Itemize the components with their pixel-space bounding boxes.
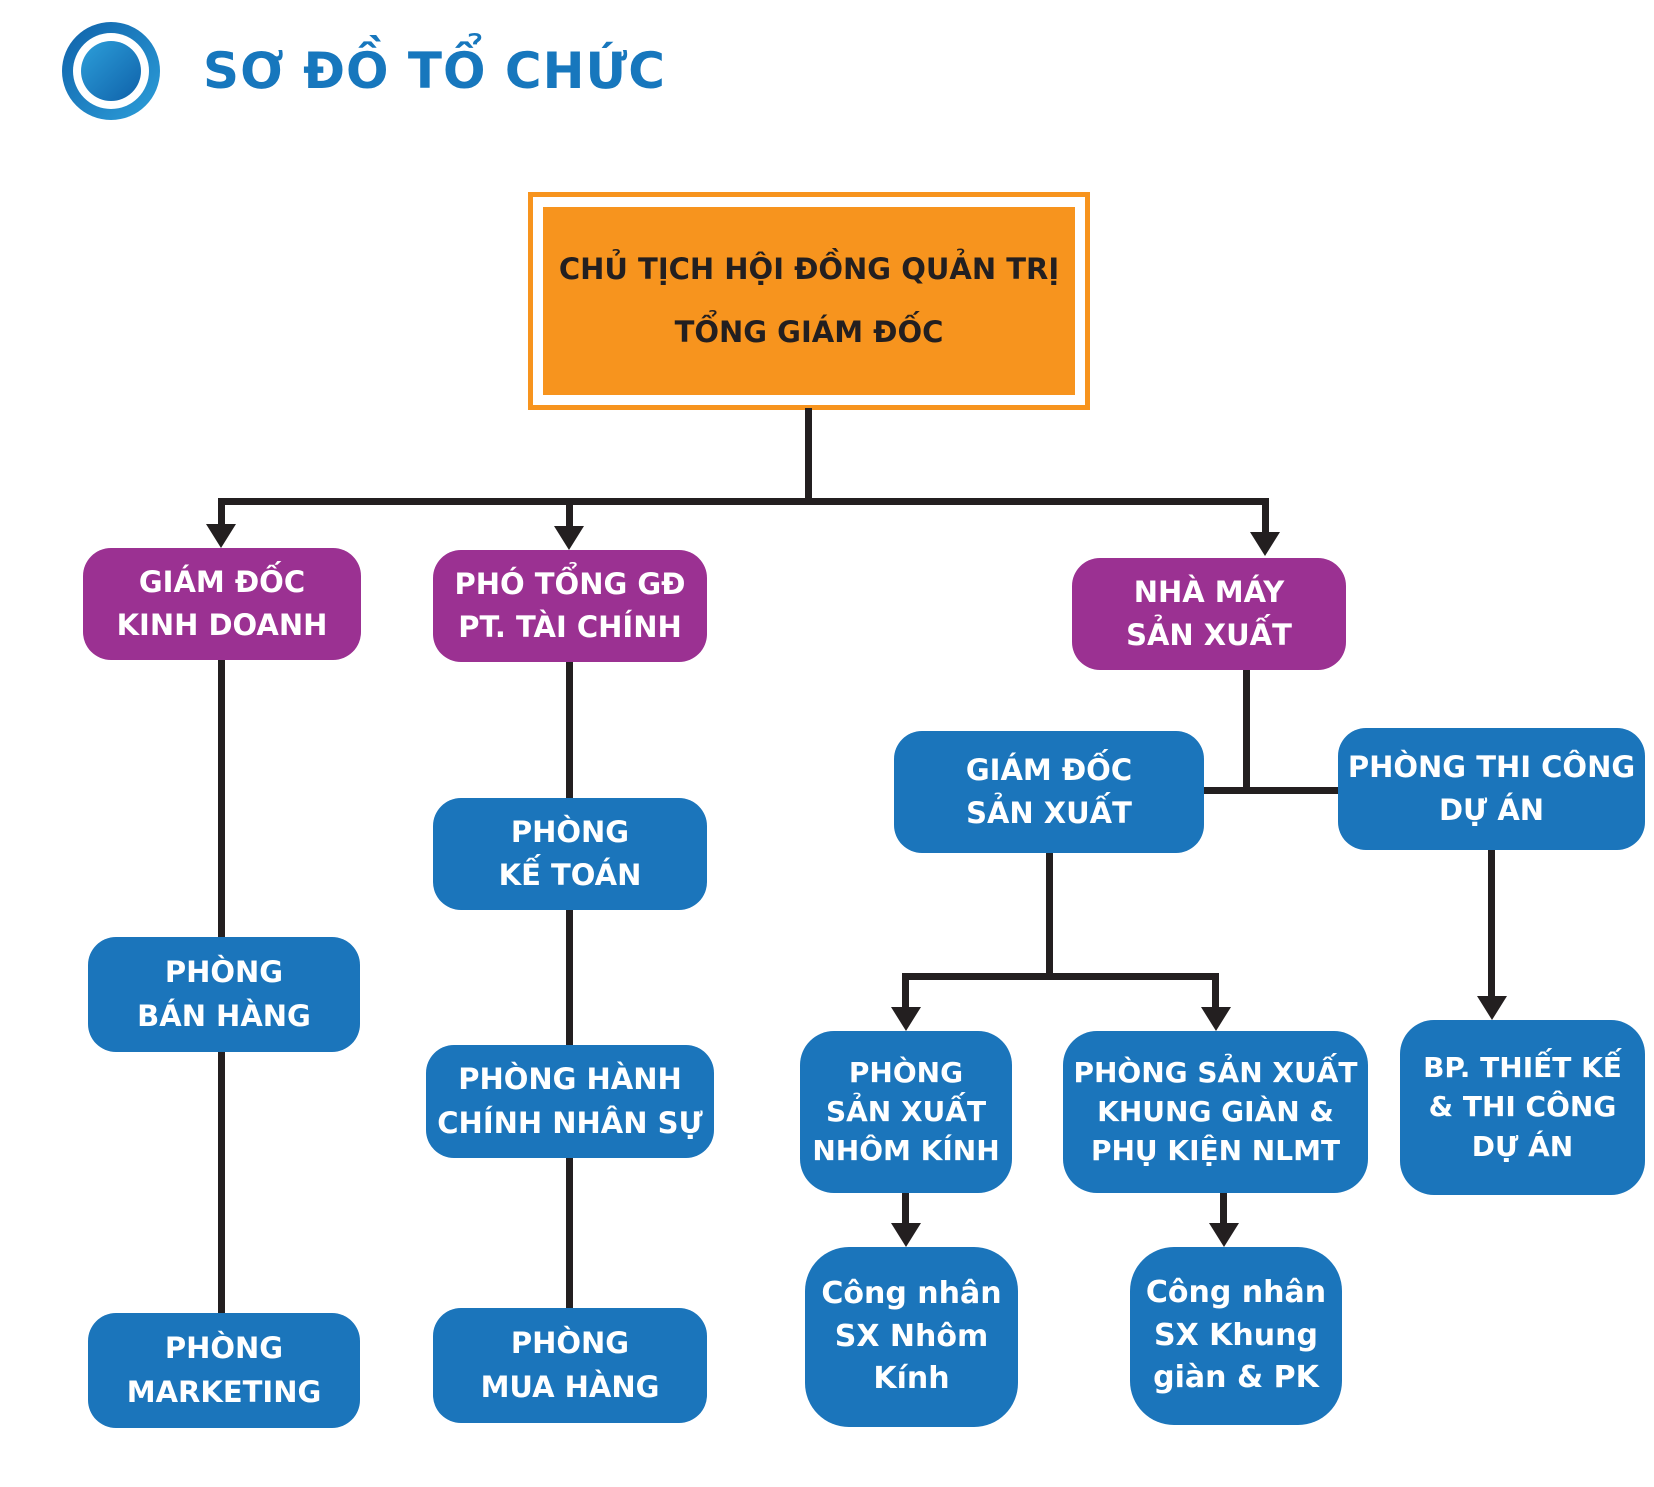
org-node-frame-workers: Công nhân SX Khung giàn & PK bbox=[1130, 1247, 1342, 1425]
connector-sales-director-to-sales-dept bbox=[218, 660, 225, 937]
node-label-line: PT. TÀI CHÍNH bbox=[458, 610, 682, 644]
connector-production-trunk bbox=[1046, 853, 1053, 980]
node-label-line: NHÀ MÁY bbox=[1133, 574, 1285, 609]
org-node-purchasing-dept: PHÒNG MUA HÀNG bbox=[433, 1308, 707, 1423]
node-label-line: giàn & PK bbox=[1153, 1360, 1319, 1396]
connector-top-distributor bbox=[218, 498, 1269, 505]
node-label-line: Công nhân bbox=[1145, 1275, 1327, 1311]
node-label-line: KINH DOANH bbox=[116, 608, 328, 642]
node-label-line: SẢN XUẤT bbox=[1126, 618, 1292, 652]
node-label-line: KẾ TOÁN bbox=[498, 858, 642, 892]
connector-drop-frame-dept bbox=[1212, 980, 1219, 1008]
node-label-line: CHÍNH NHÂN SỰ bbox=[437, 1105, 703, 1140]
node-label-line: KHUNG GIÀN & bbox=[1097, 1094, 1334, 1128]
node-label-line: SX Nhôm bbox=[834, 1318, 989, 1354]
org-node-factory: NHÀ MÁY SẢN XUẤT bbox=[1072, 558, 1346, 670]
node-label-line: PHÒNG SẢN XUẤT bbox=[1073, 1055, 1358, 1089]
connector-hr-to-purchasing bbox=[566, 1158, 573, 1308]
node-label-line: Kính bbox=[873, 1361, 950, 1397]
org-node-deputy-ceo-finance: PHÓ TỔNG GĐ PT. TÀI CHÍNH bbox=[433, 550, 707, 662]
node-label-line: DỰ ÁN bbox=[1471, 1129, 1574, 1163]
arrowhead-frame-dept bbox=[1201, 1007, 1231, 1031]
node-label-line: PHÒNG bbox=[164, 955, 284, 990]
connector-sales-dept-to-marketing bbox=[218, 1052, 225, 1313]
connector-drop-deputy-ceo bbox=[566, 498, 573, 528]
node-label-line: PHÒNG bbox=[848, 1055, 964, 1089]
connector-production-distributor bbox=[902, 973, 1219, 980]
arrowhead-frame-workers bbox=[1209, 1223, 1239, 1247]
node-label-line: DỰ ÁN bbox=[1438, 793, 1545, 827]
arrowhead-aluminum-workers bbox=[891, 1223, 921, 1247]
node-label-line: PHÒNG bbox=[510, 1326, 630, 1361]
arrowhead-sales-director bbox=[206, 524, 236, 548]
connector-factory-trunk bbox=[1243, 670, 1250, 794]
connector-drop-frame-workers bbox=[1220, 1193, 1227, 1225]
org-node-marketing-dept: PHÒNG MARKETING bbox=[88, 1313, 360, 1428]
arrowhead-aluminum-glass bbox=[891, 1007, 921, 1031]
org-node-production-director: GIÁM ĐỐC SẢN XUẤT bbox=[894, 731, 1204, 853]
org-node-hr-admin-dept: PHÒNG HÀNH CHÍNH NHÂN SỰ bbox=[426, 1045, 714, 1158]
connector-accounting-to-hr bbox=[566, 910, 573, 1045]
org-node-accounting-dept: PHÒNG KẾ TOÁN bbox=[433, 798, 707, 910]
node-label-line: CHỦ TỊCH HỘI ĐỒNG QUẢN TRỊ bbox=[558, 251, 1060, 286]
node-label-line: PHỤ KIỆN NLMT bbox=[1090, 1134, 1341, 1168]
connector-drop-sales-director bbox=[218, 498, 225, 528]
org-node-root: CHỦ TỊCH HỘI ĐỒNG QUẢN TRỊ TỔNG GIÁM ĐỐC bbox=[528, 192, 1090, 410]
node-label-line: PHÓ TỔNG GĐ bbox=[454, 566, 686, 601]
node-label-line: BP. THIẾT KẾ bbox=[1423, 1051, 1622, 1085]
connector-root-trunk bbox=[805, 408, 812, 502]
node-label-line: GIÁM ĐỐC bbox=[138, 564, 306, 599]
arrowhead-factory bbox=[1250, 532, 1280, 556]
page-title: SƠ ĐỒ TỔ CHỨC bbox=[203, 42, 666, 100]
node-label-line: GIÁM ĐỐC bbox=[965, 752, 1133, 787]
node-label-line: SẢN XUẤT bbox=[825, 1094, 987, 1128]
org-node-aluminum-glass-workers: Công nhân SX Nhôm Kính bbox=[805, 1247, 1018, 1427]
org-node-project-construction-dept: PHÒNG THI CÔNG DỰ ÁN bbox=[1338, 728, 1645, 850]
node-label-line: Công nhân bbox=[821, 1276, 1002, 1312]
connector-drop-aluminum-workers bbox=[902, 1193, 909, 1225]
node-label-line: PHÒNG THI CÔNG bbox=[1347, 749, 1636, 784]
arrowhead-deputy-ceo bbox=[554, 526, 584, 550]
org-node-design-construction-unit: BP. THIẾT KẾ & THI CÔNG DỰ ÁN bbox=[1400, 1020, 1645, 1195]
org-node-sales-director: GIÁM ĐỐC KINH DOANH bbox=[83, 548, 361, 660]
org-node-aluminum-glass-production-dept: PHÒNG SẢN XUẤT NHÔM KÍNH bbox=[800, 1031, 1012, 1193]
connector-thicong-trunk bbox=[1488, 850, 1495, 998]
connector-drop-factory bbox=[1262, 498, 1269, 536]
org-node-frame-accessories-production-dept: PHÒNG SẢN XUẤT KHUNG GIÀN & PHỤ KIỆN NLM… bbox=[1063, 1031, 1368, 1193]
node-label-line: MARKETING bbox=[126, 1374, 322, 1409]
connector-deputy-to-accounting bbox=[566, 662, 573, 798]
node-label-line: PHÒNG HÀNH bbox=[458, 1062, 682, 1097]
node-label-line: MUA HÀNG bbox=[480, 1369, 660, 1404]
node-label-line: SẢN XUẤT bbox=[966, 796, 1132, 830]
node-label-line: PHÒNG bbox=[164, 1331, 284, 1366]
connector-factory-tee bbox=[1204, 787, 1338, 794]
title-bullet-icon bbox=[62, 22, 160, 120]
org-node-root-fill: CHỦ TỊCH HỘI ĐỒNG QUẢN TRỊ TỔNG GIÁM ĐỐC bbox=[543, 207, 1075, 395]
node-label-line: & THI CÔNG bbox=[1428, 1090, 1617, 1124]
arrowhead-design-unit bbox=[1477, 996, 1507, 1020]
node-label-line: TỔNG GIÁM ĐỐC bbox=[674, 315, 944, 349]
connector-drop-aluminum-glass bbox=[902, 980, 909, 1008]
node-label-line: BÁN HÀNG bbox=[137, 998, 311, 1033]
node-label-line: NHÔM KÍNH bbox=[812, 1134, 1000, 1168]
node-label-line: SX Khung bbox=[1154, 1317, 1318, 1353]
node-label-line: PHÒNG bbox=[510, 814, 630, 849]
org-node-sales-dept: PHÒNG BÁN HÀNG bbox=[88, 937, 360, 1052]
